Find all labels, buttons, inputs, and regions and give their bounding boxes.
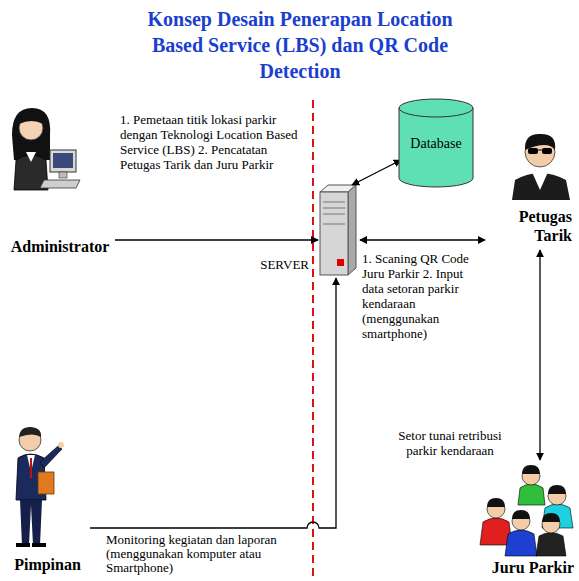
- cylinder-rim: [399, 108, 473, 117]
- actor-node: Pimpinan: [5, 420, 90, 578]
- node-label: Petugas Tarik: [500, 207, 572, 245]
- database-cylinder: Database: [398, 98, 474, 188]
- boundary-dashed-line: [312, 100, 314, 581]
- node-label: Juru Parkir: [470, 558, 574, 577]
- leader-icon: [16, 427, 64, 547]
- server-icon: [320, 185, 356, 275]
- node-label: Pimpinan: [5, 555, 90, 574]
- actor-node: Administrator: [5, 105, 115, 260]
- node-label: SERVER: [259, 257, 310, 272]
- diagram-title: Konsep Desain Penerapan Location Based S…: [120, 6, 480, 84]
- edge-label: Monitoring kegiatan dan laporan (menggun…: [106, 533, 306, 575]
- node-label: Administrator: [5, 237, 115, 256]
- edge-label: Setor tunai retribusi parkir kendaraan: [385, 428, 515, 458]
- connector: [115, 239, 318, 240]
- edge-label: 1. Pemetaan titik lokasi parkir dengan T…: [120, 112, 305, 172]
- connector: [352, 160, 401, 185]
- actor-node: Petugas Tarik: [485, 125, 575, 250]
- cylinder-body: [399, 99, 473, 187]
- connector: [90, 278, 336, 528]
- administrator-icon: [12, 108, 80, 190]
- edge-label: 1. Scaning QR Code Juru Parkir 2. Input …: [362, 251, 484, 341]
- node-label: Database: [398, 136, 474, 152]
- attendants-icon: [480, 465, 573, 556]
- connector: [539, 250, 540, 460]
- actor-node: Juru Parkir: [470, 460, 576, 578]
- officer-icon: [512, 134, 570, 200]
- connector: [360, 239, 485, 240]
- server-node: SERVER: [318, 183, 356, 278]
